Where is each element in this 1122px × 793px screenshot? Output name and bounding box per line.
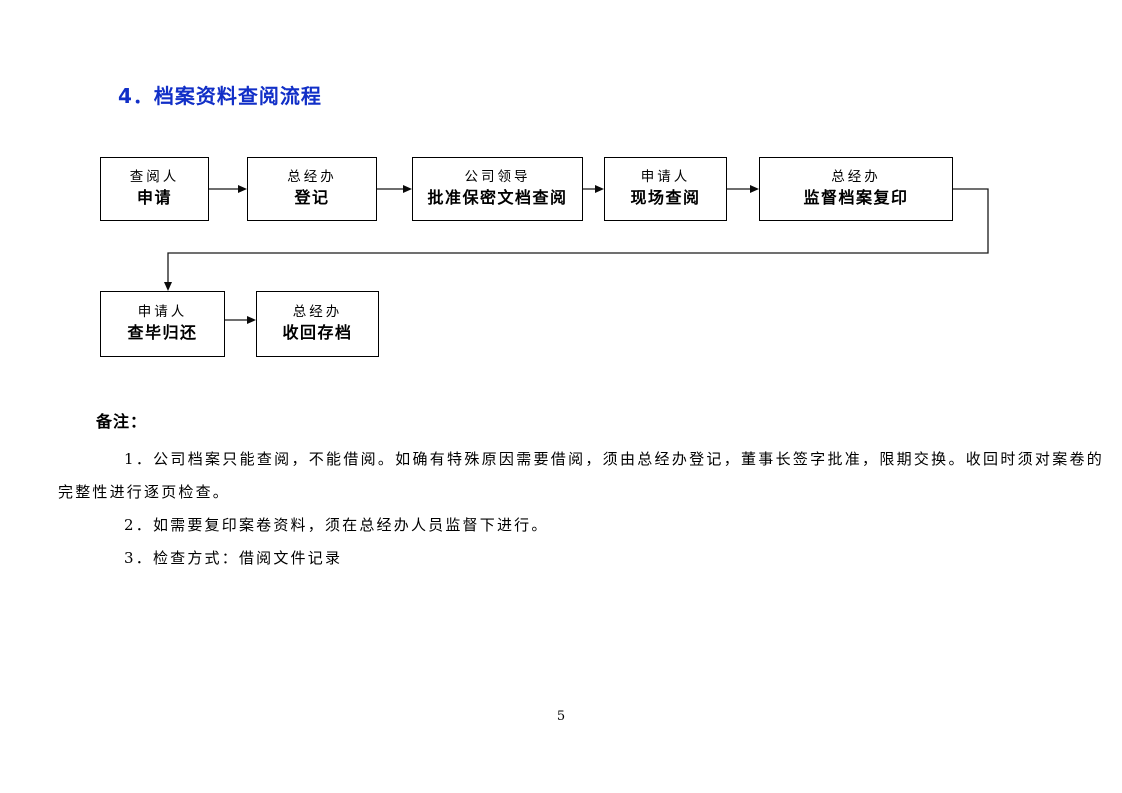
note-item-2: 2．如需要复印案卷资料，须在总经办人员监督下进行。 [124, 516, 549, 534]
flow-box-action: 收回存档 [282, 323, 353, 343]
flow-box-role: 总经办 [292, 303, 343, 320]
flow-box-role: 总经办 [287, 168, 337, 185]
flow-box-action: 申请 [136, 188, 172, 208]
flow-box-return: 申请人 查毕归还 [100, 291, 225, 357]
flow-box-role: 查阅人 [129, 168, 180, 185]
flow-box-approve-confidential: 公司领导 批准保密文档查阅 [412, 157, 583, 221]
flow-box-action: 查毕归还 [127, 323, 198, 343]
flow-box-apply: 查阅人 申请 [100, 157, 209, 221]
page-title: 4．档案资料查阅流程 [118, 84, 322, 108]
flow-box-action: 监督档案复印 [803, 188, 909, 208]
flow-box-action: 现场查阅 [630, 188, 701, 208]
page-number: 5 [556, 709, 566, 724]
flow-box-role: 公司领导 [464, 168, 531, 185]
flow-box-register: 总经办 登记 [247, 157, 377, 221]
flow-return-connector-arrow [164, 188, 989, 291]
flow-box-supervise-copy: 总经办 监督档案复印 [759, 157, 953, 221]
flow-box-role: 申请人 [137, 303, 188, 320]
notes-title: 备注： [96, 412, 148, 431]
flow-box-action: 批准保密文档查阅 [427, 188, 568, 208]
note-item-1: 1．公司档案只能查阅，不能借阅。如确有特殊原因需要借阅，须由总经办登记，董事长签… [58, 450, 1104, 501]
notes-section: 备注： 1．公司档案只能查阅，不能借阅。如确有特殊原因需要借阅，须由总经办登记，… [58, 408, 1104, 575]
flow-box-onsite-review: 申请人 现场查阅 [604, 157, 727, 221]
flow-box-role: 申请人 [640, 168, 691, 185]
flow-box-action: 登记 [294, 188, 330, 208]
flow-box-archive: 总经办 收回存档 [256, 291, 379, 357]
flow-box-role: 总经办 [831, 168, 881, 185]
note-item-3: 3．检查方式：借阅文件记录 [124, 549, 343, 567]
